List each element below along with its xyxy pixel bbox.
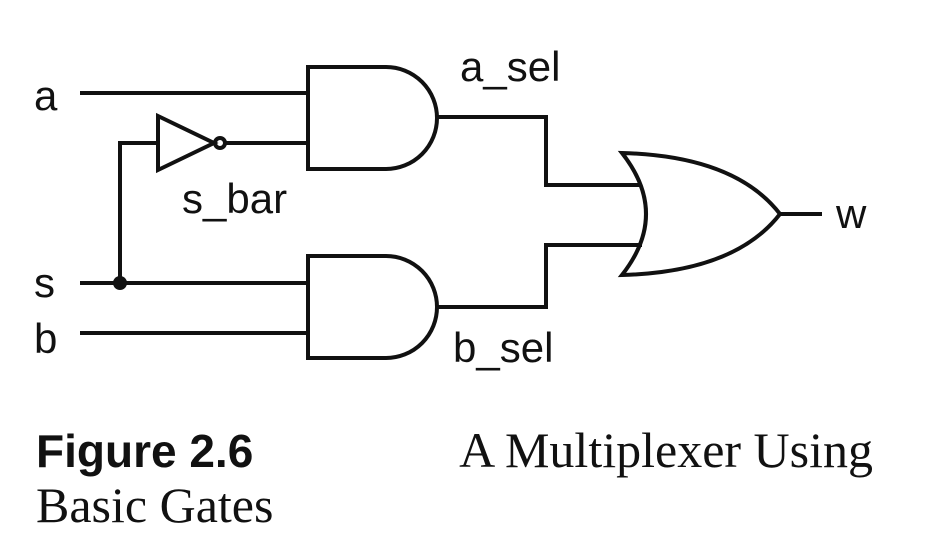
or-gate [617, 150, 783, 278]
junction-dot [113, 276, 127, 290]
wire-b-sel [435, 243, 642, 309]
label-b-sel: b_sel [453, 324, 553, 371]
and-gate-top [306, 65, 439, 171]
label-s-bar: s_bar [182, 175, 287, 222]
and-gate-bottom [306, 254, 439, 360]
label-s: s [34, 259, 55, 306]
label-w: w [835, 190, 867, 237]
wire-s-branch [118, 141, 160, 285]
label-a-sel: a_sel [460, 43, 560, 90]
wire-a-sel [435, 115, 642, 187]
label-a: a [34, 72, 58, 119]
label-b: b [34, 315, 57, 362]
figure-number: Figure 2.6 [36, 425, 253, 477]
not-gate [156, 112, 219, 174]
figure-title-line2: Basic Gates [36, 477, 273, 533]
figure-title-line1: A Multiplexer Using [459, 422, 873, 478]
